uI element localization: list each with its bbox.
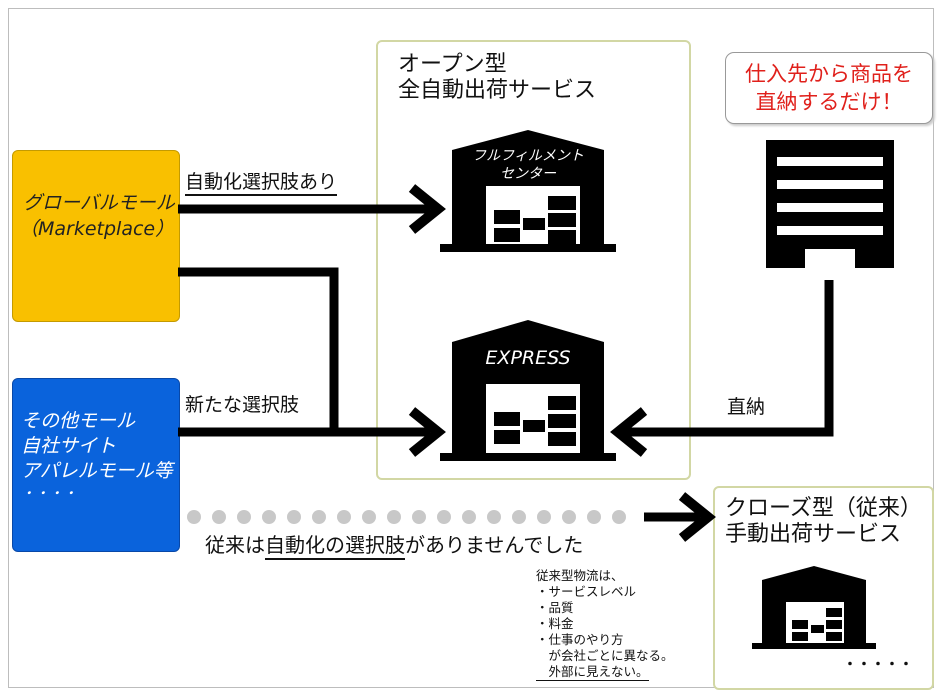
other-mall-line2: 自社サイト — [21, 435, 117, 457]
fulfillment-warehouse-icon: フルフィルメント センター — [440, 130, 616, 252]
arrow-direct-line — [625, 280, 834, 437]
fulfillment-label-2: センター — [500, 166, 557, 182]
arrow-closed-head — [678, 492, 716, 542]
open-service-title-1: オープン型 — [398, 52, 507, 77]
note-line-4: ・料金 — [536, 616, 574, 631]
other-mall-line3: アパレルモール等 — [21, 460, 173, 482]
direct-delivery-callout: 仕入先から商品を 直納するだけ！ — [725, 52, 933, 124]
closed-service-title-2: 手動出荷サービス — [725, 522, 902, 547]
closed-service-zone: クローズ型（従来） 手動出荷サービス — [713, 486, 934, 690]
other-mall-line1: その他モール — [21, 410, 136, 432]
arrow-auto-head — [408, 184, 446, 234]
note-line-5: ・仕事のやり方 — [536, 632, 624, 647]
fulfillment-label-1: フルフィルメント — [472, 148, 584, 164]
conventional-statement: 従来は自動化の選択肢がありませんでした — [205, 533, 583, 560]
label-auto-option: 自動化選択肢あり — [185, 171, 338, 196]
note-line-6: が会社ごとに異なる。 — [536, 648, 674, 663]
callout-line1: 仕入先から商品を — [745, 62, 913, 86]
note-line-3: ・品質 — [536, 600, 574, 615]
conventional-logistics-note: 従来型物流は、 ・サービスレベル ・品質 ・料金 ・仕事のやり方 が会社ごとに異… — [536, 568, 674, 681]
figure-frame — [8, 8, 934, 688]
other-mall-line4: ・・・・ — [21, 486, 77, 502]
closed-warehouse-icon — [752, 566, 876, 649]
express-label: EXPRESS — [485, 347, 570, 369]
global-mall-name: グローバルモール — [23, 192, 175, 214]
global-mall-box: グローバルモール （Marketplace） — [12, 150, 180, 322]
supplier-building-icon — [766, 140, 894, 268]
label-new-option: 新たな選択肢 — [185, 394, 300, 416]
other-mall-box: その他モール 自社サイト アパレルモール等 ・・・・ — [12, 378, 180, 552]
express-warehouse-icon: EXPRESS — [440, 320, 616, 461]
closed-service-title-1: クローズ型（従来） — [725, 496, 922, 521]
conventional-dots — [187, 510, 626, 524]
arrow-direct-head — [610, 407, 648, 457]
label-direct-delivery: 直納 — [727, 396, 766, 418]
note-line-7: 外部に見えない。 — [536, 664, 649, 681]
callout-line2: 直納するだけ！ — [755, 90, 903, 114]
note-line-1: 従来型物流は、 — [536, 568, 624, 583]
open-service-title-2: 全自動出荷サービス — [398, 78, 597, 103]
closed-service-dots: ・・・・・ — [843, 657, 913, 673]
arrow-new-head — [408, 407, 446, 457]
global-mall-marketplace: （Marketplace） — [19, 218, 175, 240]
note-line-2: ・サービスレベル — [536, 584, 637, 599]
